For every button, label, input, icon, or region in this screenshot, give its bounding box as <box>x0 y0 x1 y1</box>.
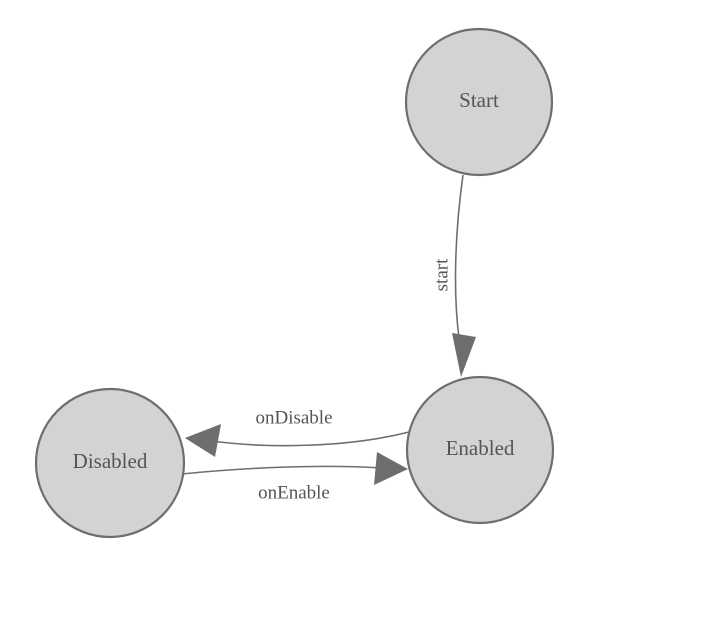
state-node-start[interactable]: Start <box>404 27 554 177</box>
edge-disabled-to-enabled[interactable]: onEnable <box>181 452 408 503</box>
state-node-start-label: Start <box>459 88 499 112</box>
edge-start-to-enabled[interactable]: start <box>431 174 476 377</box>
state-node-enabled-label: Enabled <box>446 436 515 460</box>
edge-disabled-to-enabled-path <box>181 465 382 475</box>
edge-enabled-to-disabled[interactable]: onDisable <box>185 407 410 457</box>
edge-label-onenable: onEnable <box>258 482 330 503</box>
edge-start-to-enabled-path <box>454 174 464 339</box>
edge-enabled-to-disabled-path <box>211 431 410 447</box>
edge-label-ondisable: onDisable <box>255 407 332 428</box>
state-node-enabled-circle <box>405 375 555 525</box>
state-node-disabled-label: Disabled <box>73 449 148 473</box>
state-node-disabled[interactable]: Disabled <box>34 387 186 539</box>
edge-start-to-enabled-arrowhead <box>452 333 476 377</box>
state-node-disabled-circle <box>34 387 186 539</box>
state-node-start-circle <box>404 27 554 177</box>
state-node-enabled[interactable]: Enabled <box>405 375 555 525</box>
edge-enabled-to-disabled-arrowhead <box>185 424 221 457</box>
edge-disabled-to-enabled-arrowhead <box>374 452 408 485</box>
edge-label-start: start <box>431 258 452 291</box>
